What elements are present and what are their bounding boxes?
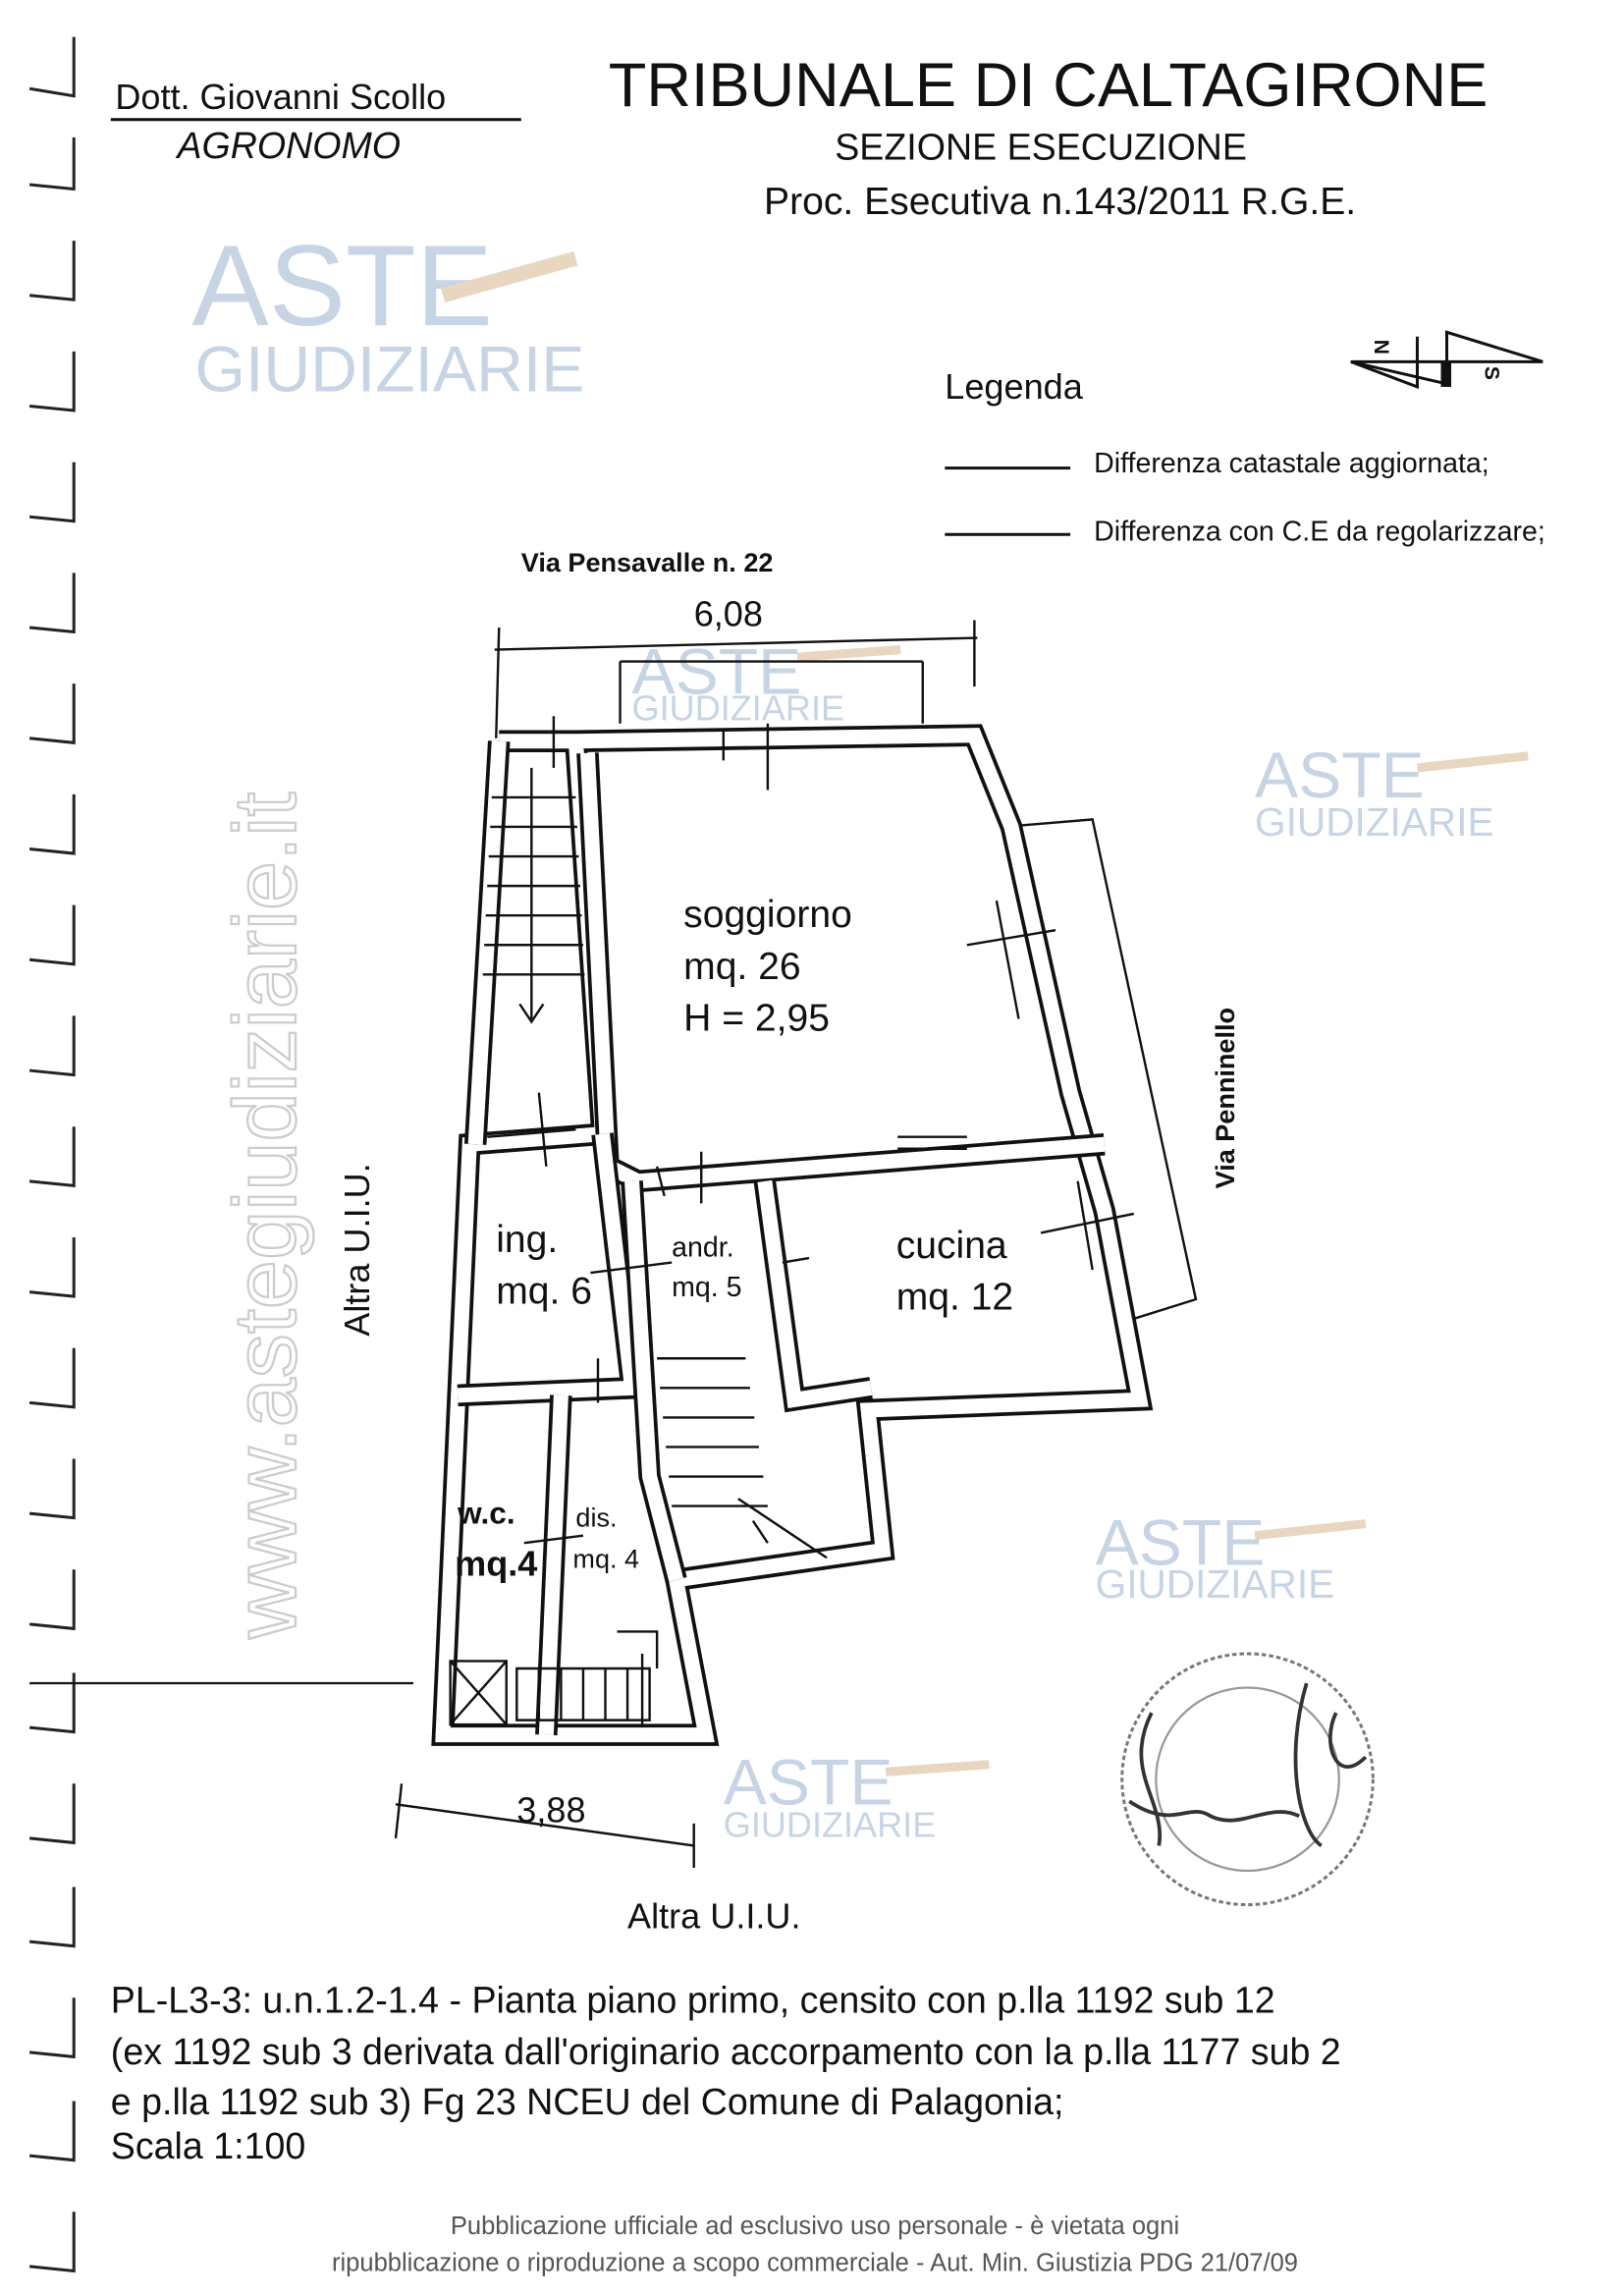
- svg-text:soggiorno: soggiorno: [683, 894, 852, 936]
- svg-text:dis.: dis.: [575, 1503, 617, 1533]
- signature: [1128, 1682, 1368, 1847]
- watermark-logo: ASTE GIUDIZIARIE: [1096, 1507, 1367, 1607]
- watermark-logo: ASTE GIUDIZIARIE: [632, 636, 901, 729]
- svg-text:(ex 1192 sub 3 derivata dall'o: (ex 1192 sub 3 derivata dall'originario …: [111, 2031, 1341, 2072]
- author-role: AGRONOMO: [175, 125, 401, 166]
- section-title: SEZIONE ESECUZIONE: [835, 126, 1247, 167]
- svg-text:ing.: ing.: [496, 1219, 558, 1261]
- street-right-label: Via Penninello: [1211, 1008, 1240, 1188]
- svg-text:andr.: andr.: [672, 1232, 733, 1264]
- street-top-label: Via Pensavalle n. 22: [521, 548, 774, 577]
- svg-text:w.c.: w.c.: [457, 1496, 514, 1531]
- svg-text:6,08: 6,08: [694, 593, 763, 633]
- court-title: TRIBUNALE DI CALTAGIRONE: [609, 51, 1489, 120]
- svg-text:Scala 1:100: Scala 1:100: [111, 2125, 305, 2166]
- svg-text:H = 2,95: H = 2,95: [683, 997, 830, 1039]
- svg-text:mq. 5: mq. 5: [672, 1272, 741, 1303]
- dimension-bottom: 3,88: [394, 1783, 695, 1868]
- legend-item: Differenza catastale aggiornata;: [1094, 448, 1489, 479]
- north-arrow-icon: N S: [1350, 330, 1543, 390]
- svg-text:GIUDIZIARIE: GIUDIZIARIE: [195, 333, 585, 406]
- svg-text:3,88: 3,88: [516, 1789, 585, 1830]
- svg-text:e p.lla 1192 sub 3) Fg 23 NCEU: e p.lla 1192 sub 3) Fg 23 NCEU del Comun…: [111, 2081, 1064, 2122]
- procedure-number: Proc. Esecutiva n.143/2011 R.G.E.: [764, 181, 1356, 223]
- neighbor-bottom-label: Altra U.I.U.: [627, 1896, 800, 1937]
- svg-text:ASTE: ASTE: [1096, 1507, 1266, 1580]
- svg-text:GIUDIZIARIE: GIUDIZIARIE: [1096, 1561, 1335, 1607]
- room-disimpegno: dis. mq. 4: [572, 1503, 639, 1574]
- room-cucina: cucina mq. 12: [896, 1225, 1013, 1319]
- floor-plan: [431, 716, 1154, 1746]
- svg-text:GIUDIZIARIE: GIUDIZIARIE: [724, 1804, 937, 1844]
- svg-text:mq. 12: mq. 12: [896, 1277, 1013, 1319]
- svg-text:N: N: [1370, 340, 1392, 355]
- watermark-logo: ASTE GIUDIZIARIE: [192, 221, 585, 407]
- room-andito: andr. mq. 5: [672, 1232, 741, 1304]
- author-name: Dott. Giovanni Scollo: [115, 77, 446, 117]
- svg-text:ASTE: ASTE: [192, 221, 493, 350]
- svg-text:ASTE: ASTE: [724, 1746, 893, 1819]
- svg-text:mq. 6: mq. 6: [496, 1271, 592, 1313]
- svg-text:GIUDIZIARIE: GIUDIZIARIE: [1255, 799, 1494, 845]
- legend-title: Legenda: [945, 366, 1083, 407]
- svg-text:ASTE: ASTE: [632, 636, 802, 709]
- svg-text:mq. 4: mq. 4: [572, 1545, 639, 1574]
- external-wall-outline: [1003, 818, 1198, 1323]
- svg-text:PL-L3-3: u.n.1.2-1.4 - Pianta: PL-L3-3: u.n.1.2-1.4 - Pianta piano prim…: [111, 1979, 1275, 2020]
- svg-text:cucina: cucina: [896, 1225, 1007, 1267]
- legend-item: Differenza con C.E da regolarizzare;: [1094, 516, 1545, 547]
- footer-line-2: ripubblicazione o riproduzione a scopo c…: [332, 2249, 1298, 2276]
- room-wc: w.c. mq.4: [455, 1496, 537, 1584]
- svg-text:mq.4: mq.4: [455, 1543, 537, 1583]
- svg-text:ASTE: ASTE: [1255, 739, 1425, 812]
- professional-stamp: [1120, 1652, 1375, 1907]
- caption: PL-L3-3: u.n.1.2-1.4 - Pianta piano prim…: [111, 1979, 1341, 2166]
- binder-margin: [28, 36, 76, 2273]
- footer-line-1: Pubblicazione ufficiale ad esclusivo uso…: [451, 2213, 1179, 2240]
- watermark-url: www.astegiudiziarie.it: [216, 793, 315, 1640]
- room-soggiorno: soggiorno mq. 26 H = 2,95: [683, 894, 852, 1039]
- watermark-logo: ASTE GIUDIZIARIE: [724, 1746, 990, 1844]
- svg-text:mq. 26: mq. 26: [683, 946, 800, 988]
- svg-text:S: S: [1481, 366, 1503, 380]
- neighbor-left-label: Altra U.I.U.: [337, 1163, 377, 1336]
- dimension-top: 6,08: [494, 593, 978, 738]
- svg-text:GIUDIZIARIE: GIUDIZIARIE: [632, 688, 845, 729]
- watermark-logo: ASTE GIUDIZIARIE: [1255, 739, 1529, 845]
- room-ingresso: ing. mq. 6: [496, 1219, 592, 1313]
